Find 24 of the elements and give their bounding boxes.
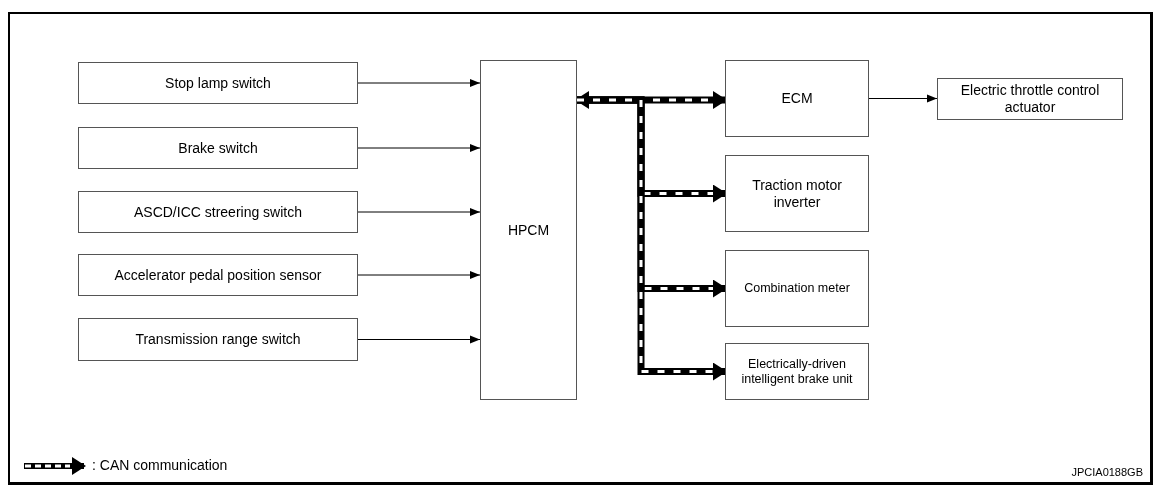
component-box [78, 254, 358, 296]
component-box [937, 78, 1123, 120]
component-box [725, 343, 869, 400]
component-box [78, 127, 358, 169]
node-label: Combination meter [744, 281, 850, 296]
node-label: Transmission range switch [135, 331, 301, 348]
node-label: Accelerator pedal position sensor [114, 266, 322, 284]
node-label: HPCM [507, 221, 550, 239]
component-box [725, 250, 869, 327]
component-box [78, 62, 358, 104]
node-label: Electric throttle control actuator [959, 82, 1101, 116]
node-label: Brake switch [178, 139, 258, 157]
node-label: Electrically-driven intelligent brake unit [740, 356, 854, 387]
component-box [725, 60, 869, 137]
node-label: ECM [781, 90, 813, 107]
legend-label: : CAN communication [92, 457, 228, 473]
component-box [725, 155, 869, 232]
component-box [78, 191, 358, 233]
node-label: Stop lamp switch [165, 74, 271, 92]
node-label: Traction motor inverter [751, 176, 843, 211]
figure-code: JPCIA0188GB [1071, 466, 1143, 478]
controller-box [480, 60, 577, 400]
component-box [78, 318, 358, 361]
node-label: ASCD/ICC streering switch [133, 203, 302, 221]
